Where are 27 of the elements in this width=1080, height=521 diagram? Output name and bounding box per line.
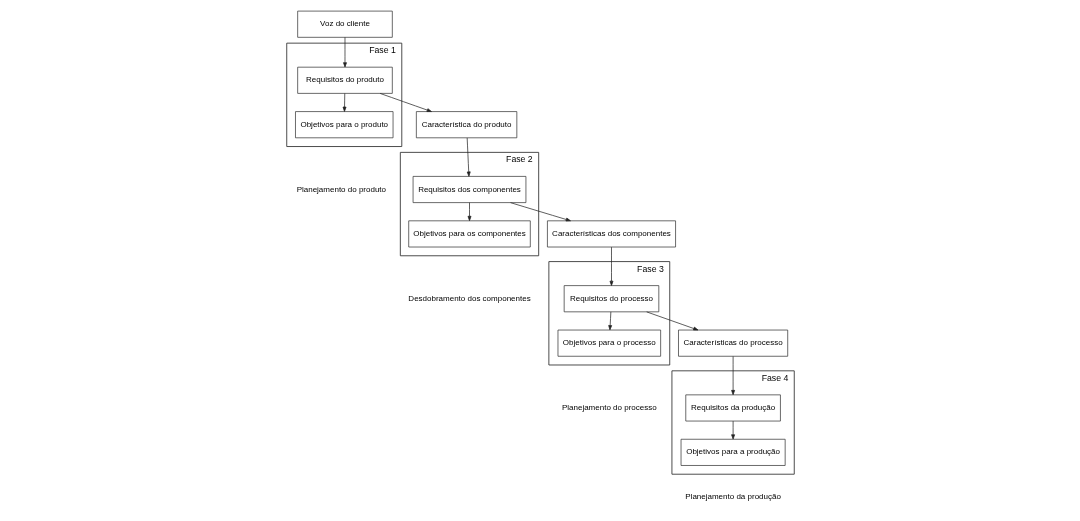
arrow [645,311,698,331]
arrow [466,137,471,177]
arrow [509,202,571,222]
arrow [467,202,471,221]
label: Planejamento do produto [296,184,386,194]
arrow [342,93,346,112]
node-box: Requisitos do processo [563,285,659,313]
node-box: Requisitos do produto [296,66,393,94]
node-box: Objetivos para o produto [294,111,393,139]
label: Planejamento da produção [684,491,781,501]
label: Planejamento do processo [561,402,657,412]
node-box: Características dos componentes [546,220,676,248]
arrow [607,311,612,331]
label: Desdobramento dos componentes [407,293,531,303]
arrow [730,420,735,440]
node-box: Requisitos da produção [684,394,781,422]
node-box: Objetivos para o processo [557,329,661,357]
arrow [609,246,613,286]
arrow [342,36,347,68]
node-box: Características do processo [677,329,788,357]
node-box: Objetivos para os componentes [407,220,531,248]
arrow [379,93,432,112]
arrow [730,356,735,396]
node-box: Requisitos dos componentes [412,176,526,203]
node-box: Voz do cliente [296,10,393,38]
node-box: Objetivos para a produção [680,438,786,466]
node-box: Característica do produto [415,111,517,139]
